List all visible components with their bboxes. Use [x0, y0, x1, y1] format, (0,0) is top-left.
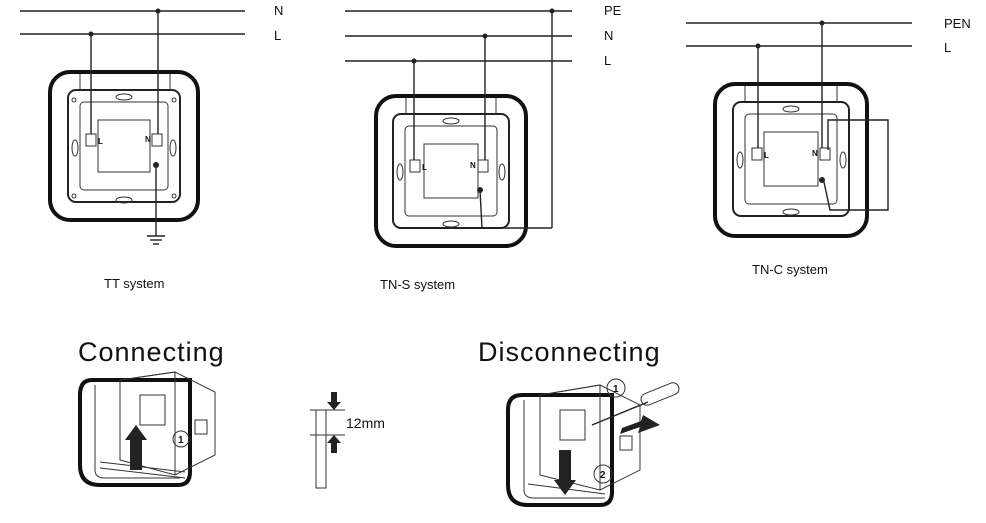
tns-n-label: N [604, 28, 613, 43]
disconnecting-title: Disconnecting [478, 337, 661, 367]
arrow-left-icon [620, 415, 660, 434]
ground-symbol-icon [147, 235, 165, 245]
connecting-step-badge [172, 430, 190, 448]
tnc-pen-label: PEN [944, 16, 971, 31]
connecting-step-number: 1 [178, 435, 184, 446]
disconnecting-step2-number: 2 [600, 470, 606, 481]
tnc-terminal-n: N [812, 149, 818, 158]
tnc-system: PEN L L N TN-C system [686, 16, 971, 277]
arrow-down-icon [327, 392, 341, 410]
tnc-caption: TN-C system [752, 262, 828, 277]
tt-inner-plate [67, 89, 181, 203]
tns-terminal-l: L [422, 163, 427, 172]
strip-length-label: 12mm [346, 415, 385, 431]
disconnecting-illustration: 1 2 [506, 378, 680, 507]
disconnecting-step1-badge [606, 378, 626, 398]
tt-terminal-l: L [98, 137, 103, 146]
tnc-terminal-l: L [764, 151, 769, 160]
tt-n-label: N [274, 3, 283, 18]
tnc-l-label: L [944, 40, 951, 55]
tt-terminal-n: N [145, 135, 151, 144]
disconnecting-step1-number: 1 [613, 384, 619, 395]
arrow-down-icon [554, 450, 576, 495]
connecting-illustration: 1 [78, 371, 216, 487]
tt-l-label: L [274, 28, 281, 43]
tns-terminal-n: N [470, 161, 476, 170]
disconnecting-section: Disconnecting 1 2 [478, 337, 680, 507]
wire-strip-illustration: 12mm [310, 392, 385, 489]
tns-pe-label: PE [604, 3, 622, 18]
connecting-title: Connecting [78, 337, 225, 367]
tns-caption: TN-S system [380, 277, 455, 292]
arrow-up-icon [327, 435, 341, 453]
tt-caption: TT system [104, 276, 164, 291]
connecting-section: Connecting 1 12mm [78, 337, 385, 489]
tnc-inner-plate [732, 101, 850, 217]
tns-system: PE N L L N TN-S system [345, 3, 622, 292]
disconnecting-step2-badge [593, 464, 613, 484]
screwdriver-icon [591, 382, 680, 426]
arrow-up-icon [125, 425, 147, 470]
tns-l-label: L [604, 53, 611, 68]
tt-system: N L L N TT system [20, 3, 283, 291]
